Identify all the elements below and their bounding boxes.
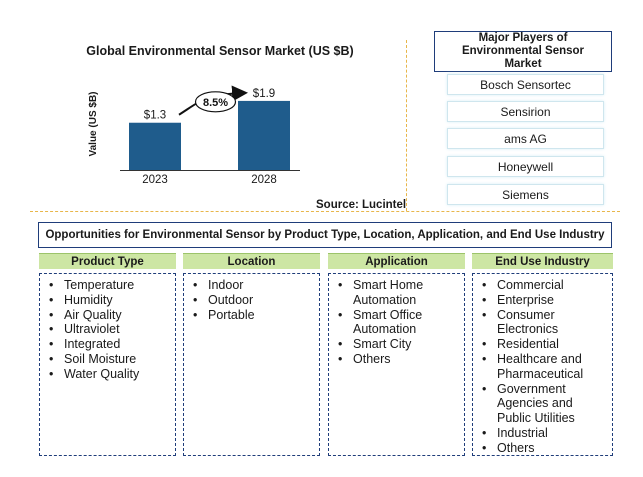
opportunities-title: Opportunities for Environmental Sensor b…: [38, 222, 612, 248]
list-item: Integrated: [46, 337, 169, 352]
location-list: Indoor Outdoor Portable: [190, 278, 313, 322]
list-item: Smart City: [335, 337, 458, 352]
list-item: Enterprise: [479, 293, 606, 308]
column-header-end-use-industry: End Use Industry: [472, 253, 613, 269]
value-label-2028: $1.9: [253, 88, 275, 100]
list-item: Soil Moisture: [46, 352, 169, 367]
player-siemens: Siemens: [447, 184, 604, 205]
cagr-bubble: [194, 91, 237, 113]
vertical-separator: [406, 40, 407, 211]
player-sensirion: Sensirion: [447, 101, 604, 122]
application-list: Smart Home Automation Smart Office Autom…: [335, 278, 458, 367]
end-use-industry-list: Commercial Enterprise Consumer Electroni…: [479, 278, 606, 456]
x-tick-label-2028: 2028: [251, 174, 277, 186]
list-item: Water Quality: [46, 367, 169, 382]
y-axis-label: Value (US $B): [88, 91, 99, 156]
list-item: Humidity: [46, 293, 169, 308]
x-tick-label-2023: 2023: [142, 174, 168, 186]
horizontal-separator: [30, 211, 620, 212]
list-item: Industrial: [479, 426, 606, 441]
list-item: Government Agencies and Public Utilities: [479, 382, 606, 426]
player-honeywell: Honeywell: [447, 156, 604, 177]
major-players-title: Major Players of Environmental Sensor Ma…: [434, 31, 612, 72]
list-item: Smart Home Automation: [335, 278, 458, 308]
list-item: Others: [335, 352, 458, 367]
list-item: Ultraviolet: [46, 322, 169, 337]
cagr-label: 8.5%: [203, 97, 228, 109]
list-item: Residential: [479, 337, 606, 352]
column-header-product-type: Product Type: [39, 253, 176, 269]
player-ams-ag: ams AG: [447, 128, 604, 149]
list-item: Consumer Electronics: [479, 308, 606, 338]
list-item: Outdoor: [190, 293, 313, 308]
bar-chart: Value (US $B) $1.3 2023 $1.9 2028 8.5%: [88, 85, 300, 186]
location-box: Indoor Outdoor Portable: [183, 273, 320, 456]
list-item: Portable: [190, 308, 313, 323]
end-use-industry-box: Commercial Enterprise Consumer Electroni…: [472, 273, 613, 456]
value-label-2023: $1.3: [144, 110, 166, 122]
source-label: Source: Lucintel: [316, 199, 407, 211]
list-item: Smart Office Automation: [335, 308, 458, 338]
product-type-list: Temperature Humidity Air Quality Ultravi…: [46, 278, 169, 382]
list-item: Healthcare and Pharmaceutical: [479, 352, 606, 382]
column-header-application: Application: [328, 253, 465, 269]
chart-title: Global Environmental Sensor Market (US $…: [86, 44, 354, 58]
list-item: Indoor: [190, 278, 313, 293]
product-type-box: Temperature Humidity Air Quality Ultravi…: [39, 273, 176, 456]
player-bosch-sensortec: Bosch Sensortec: [447, 74, 604, 95]
application-box: Smart Home Automation Smart Office Autom…: [328, 273, 465, 456]
list-item: Others: [479, 441, 606, 456]
bar-2028: [238, 100, 290, 170]
list-item: Commercial: [479, 278, 606, 293]
column-header-location: Location: [183, 253, 320, 269]
list-item: Temperature: [46, 278, 169, 293]
bar-2023: [129, 122, 181, 170]
list-item: Air Quality: [46, 308, 169, 323]
